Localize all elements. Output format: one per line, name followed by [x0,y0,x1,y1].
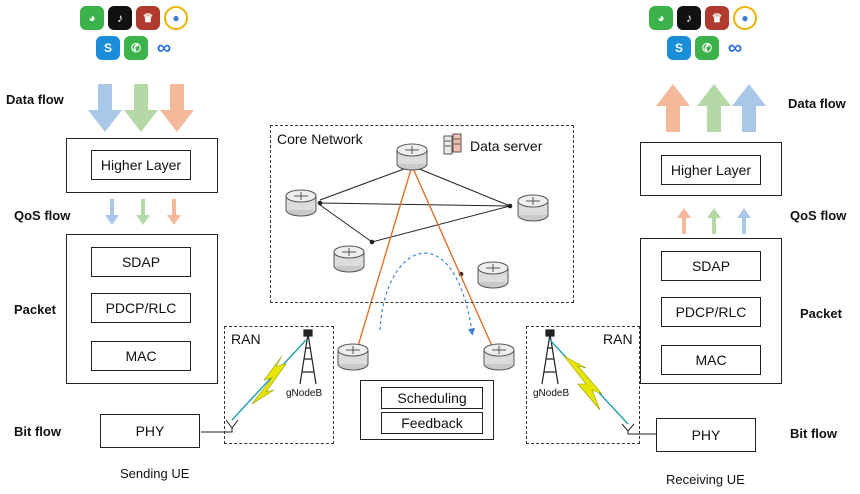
chrome-icon: ● [164,6,188,30]
feedback-path [379,252,476,336]
left-ran-region [224,326,334,444]
phone-icon: ✆ [695,36,719,60]
right-antenna-icon [621,423,656,435]
left-sdap-box: SDAP [91,247,191,277]
control-panel: Scheduling Feedback [360,380,494,440]
right-higher-layer-box: Higher Layer [661,155,761,185]
right-packet-label: Packet [800,306,842,321]
right-sdap-box: SDAP [661,251,761,281]
skype-icon: S [96,36,120,60]
right-ran-title: RAN [603,331,633,347]
scheduling-box: Scheduling [381,387,483,409]
left-higher-layer-container: Higher Layer [66,138,218,193]
left-qos-flow-label: QoS flow [14,208,71,223]
data-server-icon [443,133,462,155]
right-ran-region [526,326,640,444]
left-data-flow-arrows [88,84,194,132]
left-qos-flow-arrows [105,199,181,225]
right-bit-flow-label: Bit flow [790,426,837,441]
left-phy-box: PHY [100,414,200,448]
core-to-ran-links [357,165,493,347]
core-network-region [270,125,574,303]
right-qos-flow-label: QoS flow [790,208,847,223]
right-protocol-stack: SDAP PDCP/RLC MAC [640,238,782,384]
right-mac-box: MAC [661,345,761,375]
right-data-flow-arrows [656,84,766,132]
phone-icon: ✆ [124,36,148,60]
left-protocol-stack: SDAP PDCP/RLC MAC [66,234,218,384]
tiktok-icon: ♪ [677,6,701,30]
left-packet-label: Packet [14,302,56,317]
left-pdcp-rlc-box: PDCP/RLC [91,293,191,323]
right-wireless-link [549,339,629,425]
left-wireless-link [231,339,307,421]
game-icon: ♛ [705,6,729,30]
right-gnodeb-label: gNodeB [533,388,570,399]
left-antenna-icon [201,419,239,433]
data-server-label: Data server [470,138,543,154]
receiving-ue-caption: Receiving UE [666,472,745,487]
skype-icon: S [667,36,691,60]
wechat-icon: ◕ [649,6,673,30]
right-pdcp-rlc-box: PDCP/RLC [661,297,761,327]
left-mac-box: MAC [91,341,191,371]
tiktok-icon: ♪ [108,6,132,30]
right-higher-layer-container: Higher Layer [640,142,782,196]
left-data-flow-label: Data flow [6,92,64,107]
chrome-icon: ● [733,6,757,30]
core-links [319,165,511,243]
game-icon: ♛ [136,6,160,30]
feedback-box: Feedback [381,412,483,434]
core-network-title: Core Network [277,131,363,147]
wechat-icon: ◕ [80,6,104,30]
sending-ue-caption: Sending UE [120,466,190,481]
right-data-flow-label: Data flow [788,96,846,111]
left-gnodeb-tower-icon [299,329,317,385]
left-ran-title: RAN [231,331,261,347]
baidu-icon: ∞ [723,36,747,60]
right-qos-flow-arrows [677,208,751,234]
left-bit-flow-label: Bit flow [14,424,61,439]
right-phy-box: PHY [656,418,756,452]
router-icons [285,143,549,371]
left-higher-layer-box: Higher Layer [91,150,191,180]
right-gnodeb-tower-icon [541,329,559,385]
left-gnodeb-label: gNodeB [286,388,323,399]
baidu-icon: ∞ [152,36,176,60]
